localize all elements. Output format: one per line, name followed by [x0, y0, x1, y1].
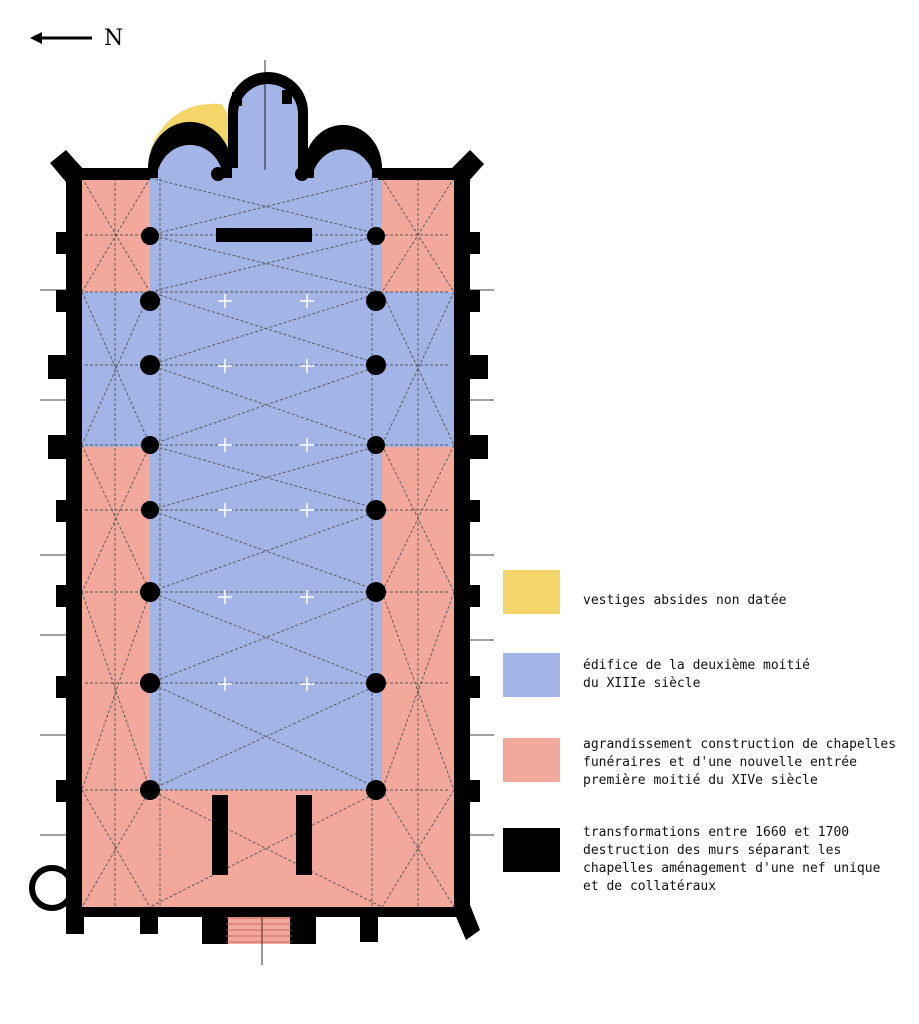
church-floor-plan — [29, 60, 494, 965]
legend-label: agrandissement construction de chapelles… — [583, 737, 897, 788]
piers — [140, 167, 386, 800]
legend-label: vestiges absides non datée — [583, 593, 787, 608]
legend-swatch-yellow — [503, 570, 560, 614]
north-indicator: N — [30, 26, 130, 56]
legend-swatch-black — [503, 828, 560, 872]
buttresses — [48, 232, 488, 802]
north-arrow-icon — [30, 32, 92, 44]
legend-label: transformations entre 1660 et 1700 destr… — [583, 825, 881, 894]
legend-swatch-salmon — [503, 738, 560, 782]
north-label: N — [104, 26, 124, 51]
plinth-lines — [40, 60, 494, 965]
legend-swatch-blue — [503, 653, 560, 697]
vault-bosses — [218, 294, 314, 691]
entrance-steps — [226, 917, 292, 943]
legend-label: édifice de la deuxième moitié du XIIIe s… — [583, 658, 810, 691]
